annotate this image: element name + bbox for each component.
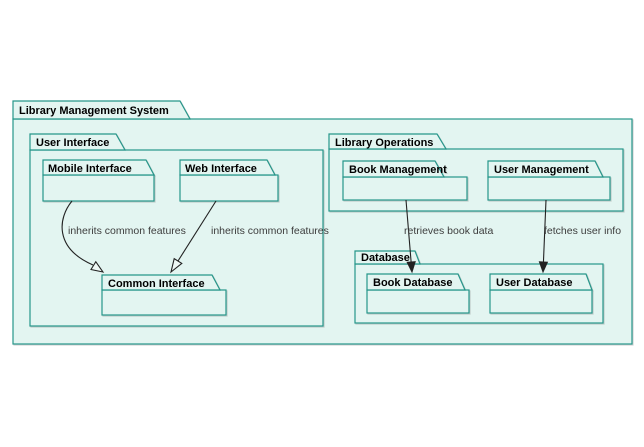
- package-title-user-database: User Database: [496, 277, 572, 289]
- package-title-database: Database: [361, 252, 410, 264]
- package-tab: [179, 159, 276, 176]
- package-body: [101, 289, 227, 316]
- edge-label-mobile-to-common: inherits common features: [68, 225, 186, 237]
- package-tab: [29, 133, 127, 151]
- arrowhead: [538, 261, 549, 274]
- package-user-management: User Management: [487, 160, 611, 201]
- package-body: [179, 174, 279, 202]
- package-tab: [342, 160, 446, 178]
- package-title-book-database: Book Database: [373, 277, 452, 289]
- package-tab: [366, 273, 466, 291]
- edge-label-retrieves-book-data: retrieves book data: [404, 225, 493, 237]
- package-title-web-interface: Web Interface: [185, 163, 257, 175]
- package-title-common-interface: Common Interface: [108, 278, 205, 290]
- package-tab: [489, 273, 593, 291]
- package-tab: [328, 133, 448, 150]
- edge-user-management-to-user-database: [542, 199, 547, 264]
- package-body: [366, 289, 470, 314]
- package-tab: [101, 274, 221, 291]
- edge-mobile-to-common: [61, 200, 94, 266]
- package-book-management: Book Management: [342, 160, 468, 201]
- package-web-interface: Web Interface: [179, 159, 279, 202]
- edge-web-to-common: [177, 200, 217, 262]
- inheritance-arrowhead: [170, 257, 183, 274]
- package-user-database: User Database: [489, 273, 593, 314]
- package-title-user-interface: User Interface: [36, 137, 109, 149]
- package-tab: [354, 250, 421, 265]
- package-body: [42, 174, 155, 202]
- edge-book-management-to-book-database: [405, 199, 412, 264]
- package-tab: [487, 160, 604, 178]
- package-library-operations: Library Operations: [328, 133, 624, 212]
- edges: inherits common features inherits common…: [61, 199, 621, 274]
- package-title-user-management: User Management: [494, 164, 589, 176]
- edge-label-fetches-user-info: fetches user info: [544, 225, 621, 237]
- package-body: [487, 176, 611, 201]
- edge-label-web-to-common: inherits common features: [211, 225, 329, 237]
- package-body: [342, 176, 468, 201]
- package-tab: [42, 159, 155, 176]
- package-title-mobile-interface: Mobile Interface: [48, 163, 132, 175]
- package-body: [489, 289, 593, 314]
- package-book-database: Book Database: [366, 273, 470, 314]
- inheritance-arrowhead: [90, 260, 105, 273]
- package-common-interface: Common Interface: [101, 274, 227, 316]
- arrowhead: [406, 261, 416, 274]
- package-title-book-management: Book Management: [349, 164, 447, 176]
- package-title-library-management-system: Library Management System: [19, 105, 169, 117]
- package-title-library-operations: Library Operations: [335, 137, 433, 149]
- package-tab: [12, 100, 192, 120]
- package-mobile-interface: Mobile Interface: [42, 159, 155, 202]
